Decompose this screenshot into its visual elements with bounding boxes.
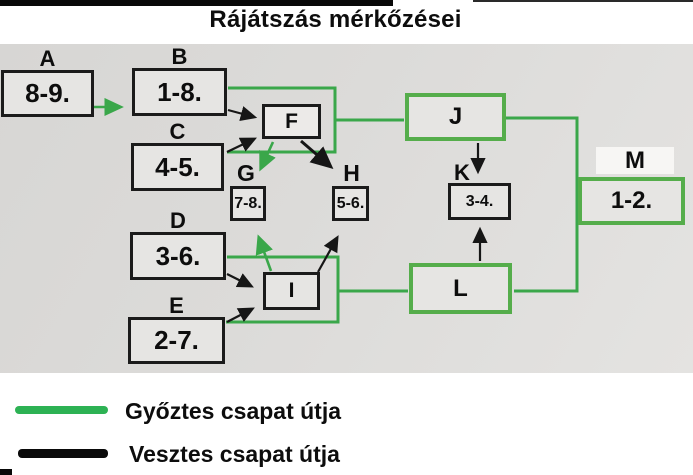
node-g-box: 7-8. (230, 186, 266, 221)
node-e-match: 2-7. (154, 325, 199, 355)
edge-j-l-to-m-winner (506, 116, 579, 293)
node-c-box: 4-5. (131, 143, 224, 191)
diagram-title: Rájátszás mérkőzései (209, 6, 462, 33)
node-b-label: B (171, 44, 188, 69)
node-l-letter: L (453, 274, 468, 302)
edge-e-i-loser (226, 307, 255, 323)
node-a-label: A (39, 46, 56, 71)
node-b-box: 1-8. (132, 68, 227, 116)
node-f-box: F (262, 104, 321, 139)
legend-winner-label: Győztes csapat útja (125, 398, 342, 424)
legend-loser-label: Vesztes csapat útja (129, 441, 340, 467)
node-c-label: C (169, 119, 186, 144)
node-a-match: 8-9. (25, 78, 70, 108)
legend-winner-line-swatch (15, 406, 108, 414)
node-j-letter: J (448, 103, 463, 130)
node-d-label: D (170, 208, 186, 233)
edge-c-f-loser (226, 137, 257, 153)
node-e-box: 2-7. (128, 317, 225, 364)
node-m-match: 1-2. (610, 187, 653, 214)
edge-d-i-loser (226, 273, 254, 288)
node-m-label-backdrop (596, 147, 674, 174)
node-i-box: I (263, 272, 320, 310)
edge-i-g-winner (255, 234, 273, 272)
node-h-box: 5-6. (332, 186, 369, 221)
node-e-label: E (169, 293, 184, 318)
node-d-match: 3-6. (155, 240, 201, 271)
node-m-label: M (625, 147, 645, 174)
top-border-bar-left (0, 0, 393, 6)
node-h-match: 5-6. (336, 194, 365, 212)
node-b-match: 1-8. (157, 76, 202, 107)
node-k-match: 3-4. (465, 192, 494, 210)
node-g-match: 7-8. (234, 194, 262, 212)
node-h-label: H (343, 160, 360, 186)
edge-f-h-loser (300, 139, 334, 169)
edge-f-g-winner (259, 141, 276, 172)
node-d-box: 3-6. (130, 232, 226, 280)
edge-b-f-loser (227, 106, 258, 122)
node-m-box: 1-2. (578, 177, 685, 225)
node-l-box: L (409, 263, 512, 314)
node-i-letter: I (288, 279, 295, 302)
top-border-bar-right (473, 0, 693, 2)
node-f-letter: F (285, 109, 298, 133)
node-k-label: K (454, 160, 470, 185)
edge-i-h-loser (317, 235, 339, 273)
node-j-box: J (405, 93, 506, 141)
legend-loser-line-swatch (18, 449, 108, 458)
node-c-match: 4-5. (155, 151, 200, 182)
node-a-box: 8-9. (1, 70, 94, 117)
node-g-label: G (237, 160, 255, 186)
bottom-border-sliver (0, 469, 12, 475)
node-k-box: 3-4. (448, 183, 511, 220)
